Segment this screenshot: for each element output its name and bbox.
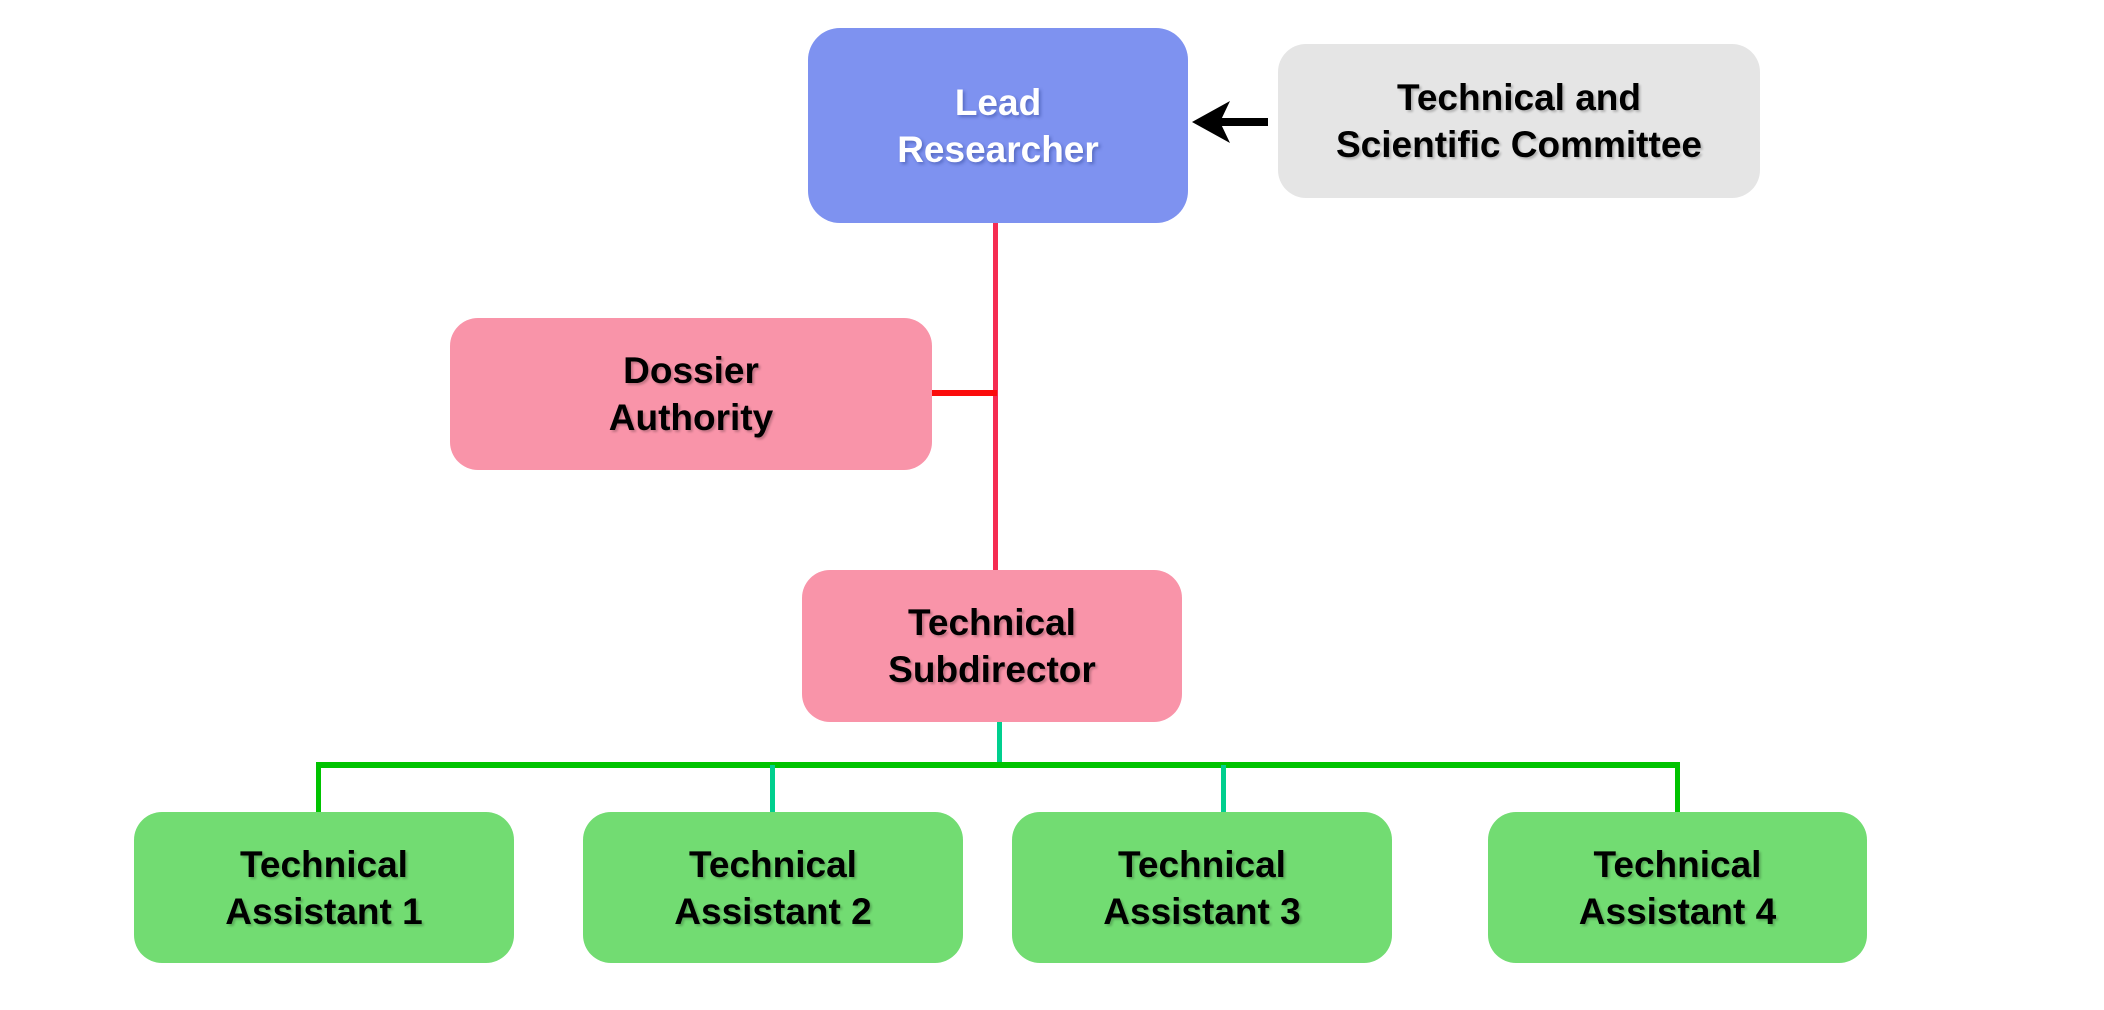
node-label-line: Scientific Committee: [1336, 124, 1702, 165]
arrow-left-icon: [1192, 101, 1268, 143]
node-label-line: Lead: [954, 81, 1042, 123]
connector-subdirector-stem: [997, 722, 1002, 765]
connector-assistants-branch: [316, 762, 1680, 768]
node-label-line: Assistant 3: [1103, 890, 1301, 932]
node-label-line: Technical: [1118, 843, 1286, 885]
node-label-line: Technical and: [1397, 77, 1641, 118]
node-technical-assistant-4: Technical Assistant 4: [1488, 812, 1867, 963]
connector-drop-assistant-3: [1221, 765, 1226, 812]
node-label-line: Assistant 2: [674, 890, 872, 932]
node-label-line: Assistant 4: [1578, 890, 1777, 932]
connector-lead-to-subdirector: [993, 223, 998, 570]
node-label-line: Authority: [608, 397, 774, 438]
node-technical-subdirector: Technical Subdirector: [802, 570, 1182, 722]
node-label-line: Dossier: [623, 350, 759, 391]
node-label-line: Assistant 1: [225, 890, 423, 932]
node-label-line: Technical: [1593, 843, 1762, 885]
connector-drop-assistant-1: [316, 762, 321, 812]
node-technical-assistant-1: Technical Assistant 1: [134, 812, 514, 963]
node-lead-researcher: Lead Researcher: [808, 28, 1188, 223]
node-label-line: Technical: [689, 843, 857, 885]
node-technical-assistant-3: Technical Assistant 3: [1012, 812, 1392, 963]
node-technical-scientific-committee: Technical and Scientific Committee: [1278, 44, 1760, 198]
node-label-line: Subdirector: [888, 649, 1096, 690]
connector-drop-assistant-2: [770, 765, 775, 812]
connector-drop-assistant-4: [1675, 762, 1680, 812]
node-label-line: Technical: [908, 602, 1076, 643]
node-technical-assistant-2: Technical Assistant 2: [583, 812, 963, 963]
connector-dossier-to-trunk: [931, 390, 997, 396]
node-label-line: Researcher: [897, 128, 1099, 170]
node-dossier-authority: Dossier Authority: [450, 318, 932, 470]
node-label-line: Technical: [240, 843, 408, 885]
